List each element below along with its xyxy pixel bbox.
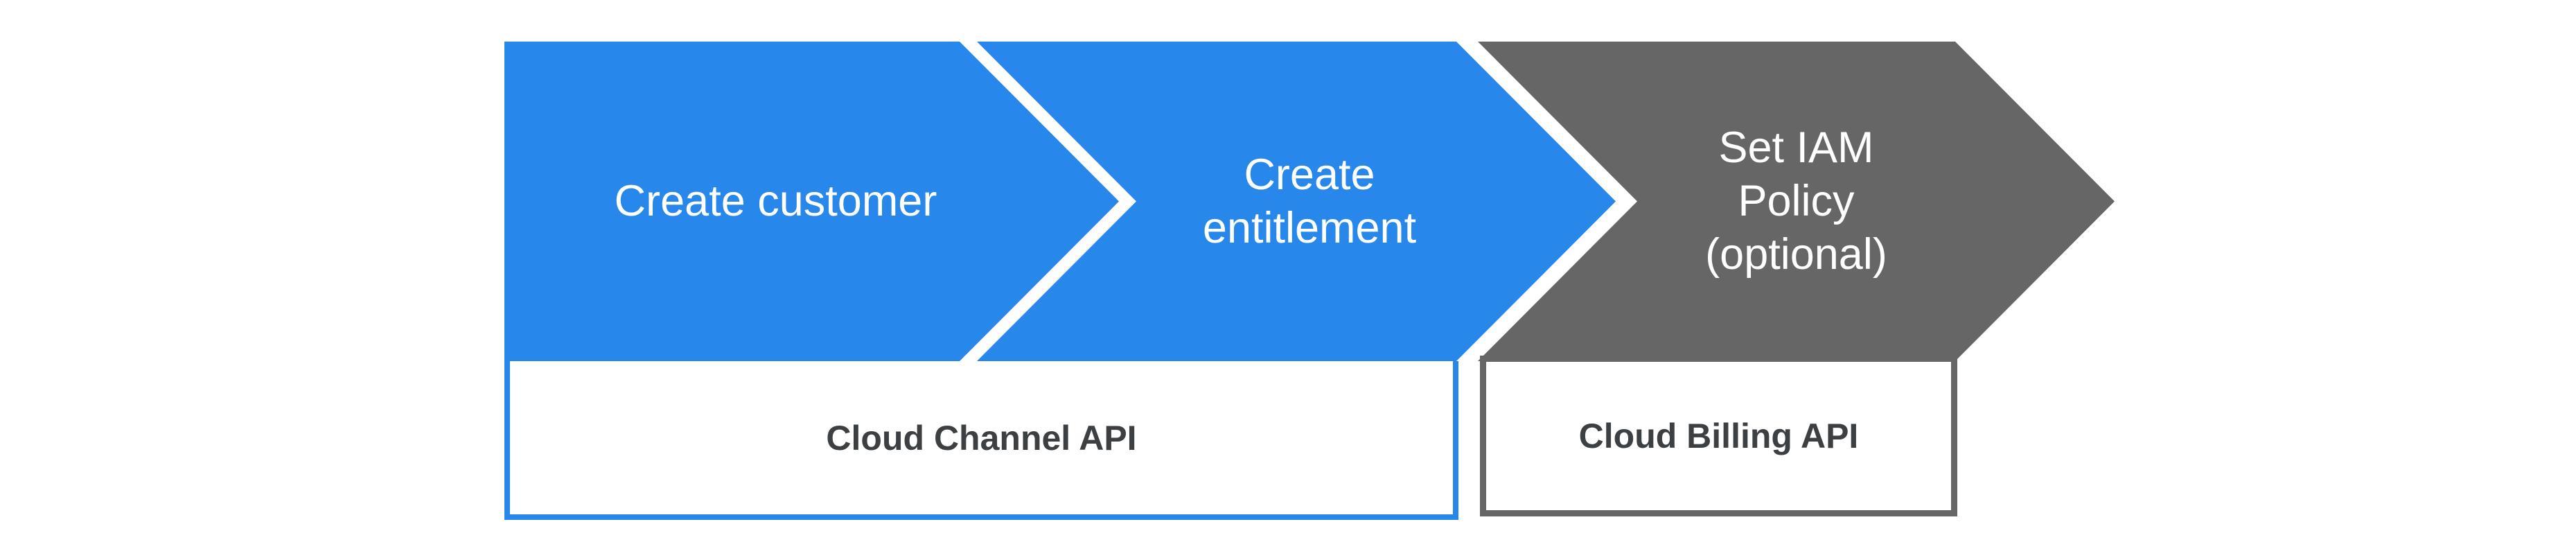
step-label-line: entitlement: [1202, 203, 1417, 252]
step-label: Set IAM Policy (optional): [1705, 121, 1887, 281]
step-label-line: Set IAM: [1718, 123, 1874, 172]
step-label-line: Policy: [1738, 177, 1855, 225]
step-label-line: Create customer: [614, 177, 937, 225]
api-box-label: Cloud Billing API: [1578, 417, 1859, 455]
api-box-cloud-channel: Cloud Channel API: [504, 361, 1458, 520]
api-box-label: Cloud Channel API: [826, 418, 1137, 458]
api-box-cloud-billing: Cloud Billing API: [1480, 356, 1957, 516]
step-label-line: (optional): [1705, 230, 1887, 279]
step-label-line: Create: [1244, 150, 1375, 199]
step-label: Create customer: [615, 175, 937, 228]
step-label: Create entitlement: [1203, 148, 1416, 255]
